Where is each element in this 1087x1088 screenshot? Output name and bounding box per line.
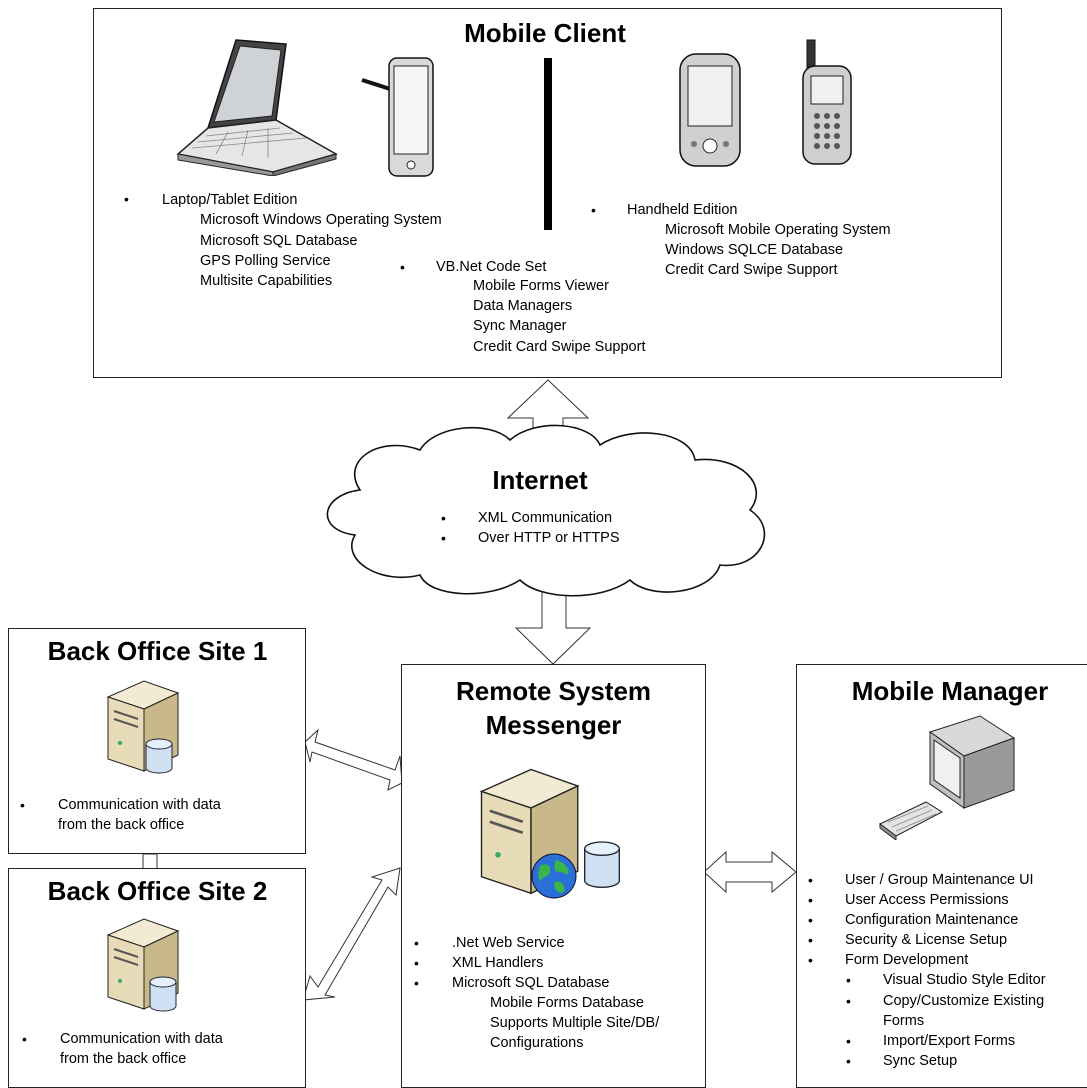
globe-icon — [531, 853, 577, 899]
bullet: • — [808, 872, 813, 888]
internet-title: Internet — [492, 465, 588, 495]
manager-item: Form Development — [845, 952, 969, 968]
back-office-1-title: Back Office Site 1 — [47, 636, 268, 666]
rsm-sub-item: Mobile Forms Database — [490, 995, 644, 1011]
back-office-2-title: Back Office Site 2 — [47, 876, 268, 906]
manager-sub-item: Import/Export Forms — [883, 1033, 1016, 1049]
rsm-item: XML Handlers — [452, 955, 544, 971]
bullet: • — [414, 975, 419, 991]
laptop-item: Microsoft Windows Operating System — [200, 212, 442, 228]
manager-item: User Access Permissions — [845, 892, 1009, 908]
manager-item: User / Group Maintenance UI — [845, 872, 1034, 888]
database-icon — [149, 976, 177, 1012]
manager-sub-item: Visual Studio Style Editor — [883, 972, 1046, 988]
vbnet-heading: VB.Net Code Set — [436, 259, 547, 275]
manager-sub-item: Copy/Customize Existing — [883, 993, 1045, 1009]
bullet: • — [808, 892, 813, 908]
bullet: • — [441, 530, 446, 546]
keyboard-icon — [879, 801, 944, 840]
pda-icon — [679, 53, 741, 167]
bullet: • — [846, 1033, 851, 1049]
bullet: • — [441, 510, 446, 526]
handheld-item: Credit Card Swipe Support — [665, 262, 838, 278]
rsm-sub-item: Configurations — [490, 1035, 584, 1051]
back-office-1-desc: from the back office — [58, 817, 185, 833]
database-icon — [145, 738, 173, 774]
divider-bar — [544, 58, 552, 230]
laptop-item: GPS Polling Service — [200, 253, 331, 269]
rsm-item: .Net Web Service — [452, 935, 565, 951]
vbnet-item: Sync Manager — [473, 318, 567, 334]
bullet: • — [846, 972, 851, 988]
internet-cloud — [326, 424, 766, 597]
mobile-manager-title: Mobile Manager — [851, 676, 1049, 706]
bullet: • — [808, 932, 813, 948]
bullet: • — [846, 1053, 851, 1069]
internet-item: Over HTTP or HTTPS — [478, 530, 620, 546]
bullet: • — [414, 935, 419, 951]
bullet: • — [808, 912, 813, 928]
laptop-icon — [176, 39, 338, 176]
vbnet-item: Credit Card Swipe Support — [473, 339, 646, 355]
rsm-sub-item: Supports Multiple Site/DB/ — [490, 1015, 660, 1031]
remote-messenger-title: Remote System — [455, 676, 652, 706]
arrow-bo1-rsm — [304, 728, 403, 791]
back-office-1-desc: Communication with data — [58, 797, 221, 813]
laptop-item: Multisite Capabilities — [200, 273, 333, 289]
bullet: • — [20, 797, 25, 813]
bullet: • — [400, 259, 405, 275]
bullet: • — [124, 191, 129, 207]
bullet: • — [591, 202, 596, 218]
remote-messenger-title: Messenger — [485, 710, 622, 740]
tablet-pen-icon — [361, 57, 434, 177]
arrow-rsm-manager — [703, 850, 797, 894]
vbnet-item: Data Managers — [473, 298, 573, 314]
back-office-2-desc: from the back office — [60, 1051, 187, 1067]
cell-phone-icon — [802, 39, 852, 165]
rsm-item: Microsoft SQL Database — [452, 975, 610, 991]
desktop-computer-icon — [928, 715, 1016, 809]
manager-sub-item: Sync Setup — [883, 1053, 958, 1069]
server-icon — [106, 918, 180, 1010]
handheld-heading: Handheld Edition — [627, 202, 738, 218]
manager-item: Security & License Setup — [845, 932, 1008, 948]
bullet: • — [22, 1031, 27, 1047]
bullet: • — [808, 952, 813, 968]
database-icon — [584, 841, 620, 888]
bullet: • — [414, 955, 419, 971]
bullet: • — [846, 993, 851, 1009]
laptop-item: Microsoft SQL Database — [200, 233, 358, 249]
handheld-item: Windows SQLCE Database — [665, 242, 844, 258]
vbnet-item: Mobile Forms Viewer — [473, 278, 609, 294]
arrow-bo2-rsm — [302, 867, 401, 1001]
manager-item: Configuration Maintenance — [845, 912, 1019, 928]
laptop-edition-heading: Laptop/Tablet Edition — [162, 192, 298, 208]
manager-sub-item: Forms — [883, 1013, 925, 1029]
handheld-item: Microsoft Mobile Operating System — [665, 222, 891, 238]
mobile-client-title: Mobile Client — [464, 18, 626, 48]
back-office-2-desc: Communication with data — [60, 1031, 223, 1047]
internet-item: XML Communication — [478, 510, 613, 526]
